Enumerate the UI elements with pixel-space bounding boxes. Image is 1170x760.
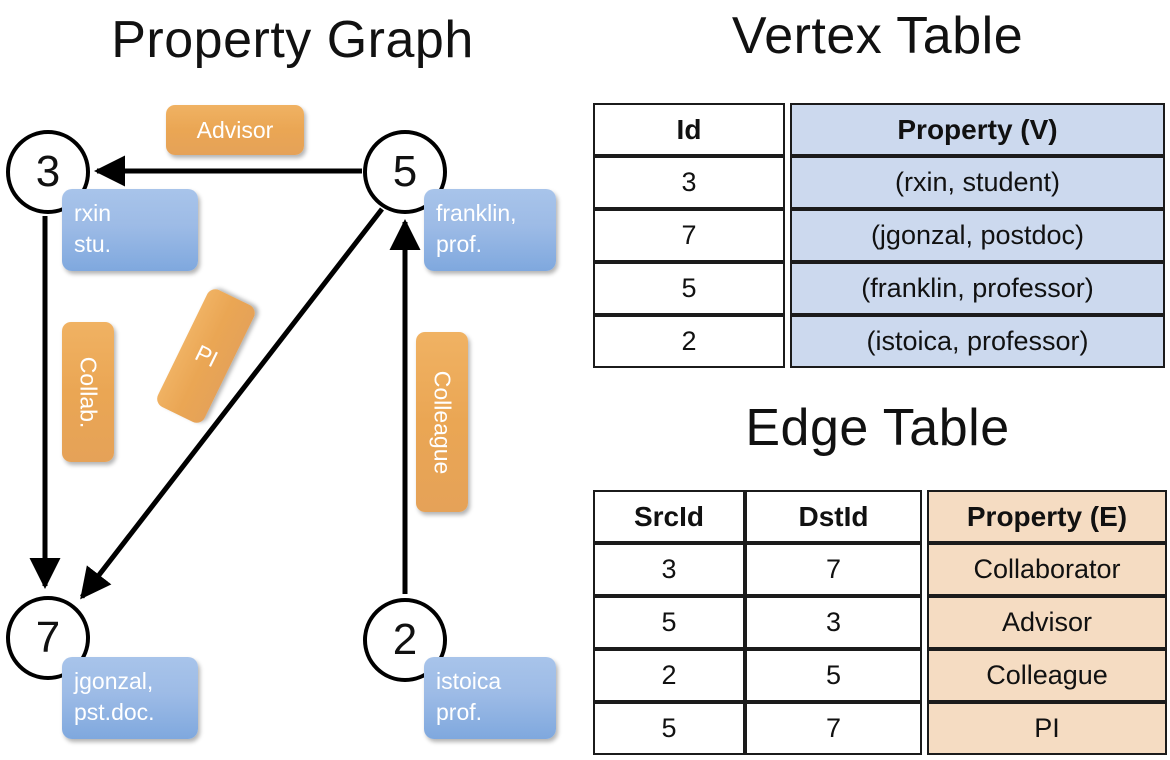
vertex-table-header-row: Id Property (V) <box>593 103 1165 156</box>
edge-table-header-row: SrcId DstId Property (E) <box>593 490 1167 543</box>
page-title-edge-table: Edge Table <box>745 399 1010 457</box>
vertex-table-header-id: Id <box>593 103 785 156</box>
edge-label-collab: Collab. <box>62 322 114 462</box>
edge-table-header-dstid: DstId <box>745 490 922 543</box>
vertex-cell-id: 7 <box>593 209 785 262</box>
vertex-cell-id: 2 <box>593 315 785 368</box>
edge-label-colleague-text: Colleague <box>429 370 456 474</box>
vertex-cell-property: (istoica, professor) <box>790 315 1165 368</box>
vertex-cell-property: (rxin, student) <box>790 156 1165 209</box>
vertex-cell-id: 3 <box>593 156 785 209</box>
edge-cell-dstid: 7 <box>745 702 922 755</box>
table-row: 2 (istoica, professor) <box>593 315 1165 368</box>
table-row: 2 5 Colleague <box>593 649 1167 702</box>
edge-table-header-property: Property (E) <box>927 490 1167 543</box>
edge-cell-property: PI <box>927 702 1167 755</box>
table-row: 3 7 Collaborator <box>593 543 1167 596</box>
node-property-box-3: rxin stu. <box>62 189 198 271</box>
graph-node-5[interactable]: 5 <box>363 130 447 214</box>
vertex-cell-id: 5 <box>593 262 785 315</box>
vertex-table-header-property: Property (V) <box>790 103 1165 156</box>
node-property-box-7: jgonzal, pst.doc. <box>62 657 198 739</box>
edge-cell-property: Collaborator <box>927 543 1167 596</box>
graph-edge-lines <box>29 155 421 600</box>
edge-table: SrcId DstId Property (E) 3 7 Collaborato… <box>593 490 1167 755</box>
edge-label-collab-text: Collab. <box>75 356 102 428</box>
edge-cell-dstid: 3 <box>745 596 922 649</box>
edge-label-advisor: Advisor <box>166 105 304 155</box>
edge-cell-srcid: 5 <box>593 596 745 649</box>
node-property-box-2: istoica prof. <box>424 657 556 739</box>
edge-cell-dstid: 7 <box>745 543 922 596</box>
page-title-vertex-table: Vertex Table <box>731 7 1024 65</box>
edge-label-pi-text: PI <box>190 339 222 373</box>
node-property-box-5: franklin, prof. <box>424 189 556 271</box>
edge-cell-srcid: 3 <box>593 543 745 596</box>
edge-cell-srcid: 2 <box>593 649 745 702</box>
vertex-cell-property: (jgonzal, postdoc) <box>790 209 1165 262</box>
property-graph-diagram: 3 5 7 2 rxin stu. franklin, prof. jgonza… <box>6 105 556 739</box>
table-row: 5 (franklin, professor) <box>593 262 1165 315</box>
table-row: 7 (jgonzal, postdoc) <box>593 209 1165 262</box>
table-row: 3 (rxin, student) <box>593 156 1165 209</box>
edge-cell-property: Advisor <box>927 596 1167 649</box>
edge-label-colleague: Colleague <box>416 332 468 512</box>
vertex-table: Id Property (V) 3 (rxin, student) 7 (jgo… <box>593 103 1165 368</box>
edge-cell-srcid: 5 <box>593 702 745 755</box>
table-row: 5 3 Advisor <box>593 596 1167 649</box>
page-title-property-graph: Property Graph <box>111 11 474 69</box>
edge-line-5-to-7 <box>80 207 384 600</box>
edge-cell-dstid: 5 <box>745 649 922 702</box>
table-row: 5 7 PI <box>593 702 1167 755</box>
vertex-cell-property: (franklin, professor) <box>790 262 1165 315</box>
edge-label-advisor-text: Advisor <box>196 116 274 143</box>
edge-cell-property: Colleague <box>927 649 1167 702</box>
graph-node-2[interactable]: 2 <box>363 598 447 682</box>
edge-table-header-srcid: SrcId <box>593 490 745 543</box>
